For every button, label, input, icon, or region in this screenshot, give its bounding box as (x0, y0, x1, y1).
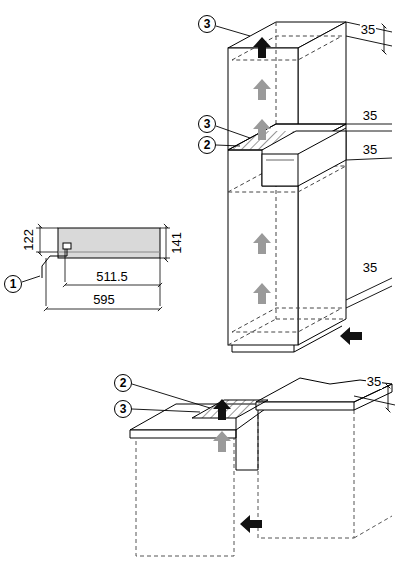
callout-text: 3 (120, 403, 127, 415)
callout-number: 2 (114, 374, 132, 392)
callout-number: 1 (4, 275, 22, 293)
callout-number: 3 (114, 400, 132, 418)
callout-text: 2 (204, 139, 211, 151)
dimension-label: 35 (360, 23, 376, 37)
callout-text: 3 (204, 118, 211, 130)
callout-text: 1 (10, 278, 17, 290)
callout-text: 3 (204, 18, 211, 30)
dimension-label: 595 (92, 293, 116, 307)
dimension-label: 122 (22, 228, 36, 252)
callout-text: 2 (120, 377, 127, 389)
dimension-label: 35 (362, 109, 378, 123)
callout-number: 3 (198, 15, 216, 33)
dimension-label: 35 (366, 375, 382, 389)
callout-number: 2 (198, 136, 216, 154)
dimension-label: 511.5 (95, 270, 129, 284)
callout-number: 3 (198, 115, 216, 133)
dimension-label: 141 (170, 231, 184, 255)
dimension-label: 35 (362, 261, 378, 275)
dimension-label: 35 (362, 143, 378, 157)
